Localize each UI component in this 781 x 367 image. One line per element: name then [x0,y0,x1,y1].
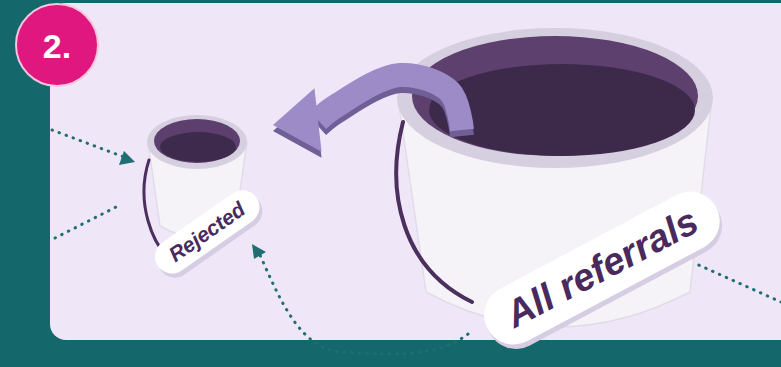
bucket-inside [154,119,240,163]
bucket-rim [397,28,713,168]
bucket-handle [396,122,472,302]
flow-arrow [318,75,462,130]
dotted-arrow-head [119,151,135,165]
bucket-inside [412,36,698,156]
callout-number: 2. [43,27,71,66]
dotted-flow-line [692,262,781,302]
bucket-inside [160,132,236,162]
arrow-head [273,88,322,152]
bucket-inside [429,64,695,156]
panel [50,3,781,340]
bucket-node: All referrals [380,22,725,342]
bucket-rim [147,115,247,169]
arrow-shadow [318,81,462,136]
dotted-arrow-head [252,244,266,259]
callout-circle [16,4,98,86]
bucket-node: Rejected [125,105,272,285]
dotted-flow-line [55,206,118,238]
arrow-head-shadow [273,94,322,158]
flow-arrow-group [273,75,462,158]
dotted-flow-line [52,130,124,157]
